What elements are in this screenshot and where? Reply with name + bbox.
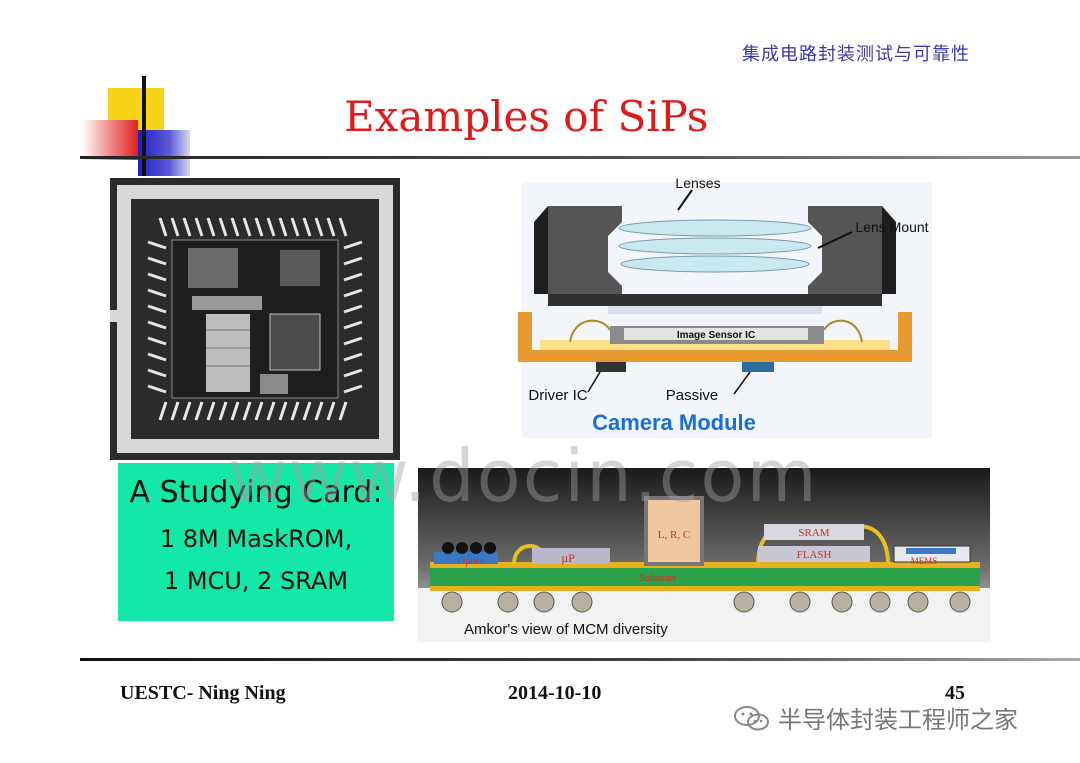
footer-line (80, 658, 1080, 661)
label-lenses: Lenses (675, 175, 720, 191)
label-passive: Passive (666, 387, 719, 404)
chip-photo (110, 178, 400, 460)
label-substrate: Substrate (639, 573, 677, 584)
label-flash: FLASH (797, 549, 832, 561)
wechat-label: 半导体封装工程师之家 (778, 706, 1018, 734)
page-number: 45 (945, 682, 965, 704)
study-card-line-maskrom: 1 8M MaskROM, (159, 525, 353, 553)
label-sram: SRAM (798, 527, 829, 539)
mcm-drawing: Substrate Optics µP L, R, C SRAM FLASH M… (418, 468, 990, 642)
title-underline (80, 156, 1080, 159)
study-card-box: A Studying Card: 1 8M MaskROM, 1 MCU, 2 … (118, 463, 394, 621)
wechat-icon (734, 705, 769, 730)
wechat-watermark: 半导体封装工程师之家 (732, 700, 1018, 735)
mcm-caption: Amkor's view of MCM diversity (464, 621, 668, 638)
footer-date: 2014-10-10 (508, 682, 602, 704)
camera-module-diagram: Image Sensor IC Lenses Lens Mount Driver… (512, 166, 932, 438)
deco-red-square (82, 120, 138, 160)
chip-photo-drawing (110, 178, 400, 460)
label-microprocessor: µP (561, 551, 575, 565)
slide-title: Examples of SiPs (344, 92, 709, 141)
deco-blue-square (138, 130, 190, 176)
study-card-title: A Studying Card: (129, 475, 383, 510)
label-mems: MEMS (911, 556, 938, 566)
label-image-sensor: Image Sensor IC (677, 330, 755, 341)
camera-module-drawing: Image Sensor IC Lenses Lens Mount Driver… (518, 175, 932, 438)
camera-module-caption: Camera Module (592, 410, 756, 435)
deco-vertical-line (142, 76, 146, 176)
label-lens-mount: Lens Mount (855, 219, 928, 235)
label-driver-ic: Driver IC (528, 387, 587, 404)
label-optics: Optics (458, 556, 484, 567)
study-card-line-mcu: 1 MCU, 2 SRAM (163, 567, 349, 595)
watermark: www.docin.com (228, 434, 819, 518)
label-lrc: L, R, C (658, 529, 690, 541)
footer-author: UESTC- Ning Ning (120, 682, 286, 704)
mcm-diagram: Substrate Optics µP L, R, C SRAM FLASH M… (418, 468, 990, 642)
header-chinese-title: 集成电路封装测试与可靠性 (742, 44, 970, 65)
